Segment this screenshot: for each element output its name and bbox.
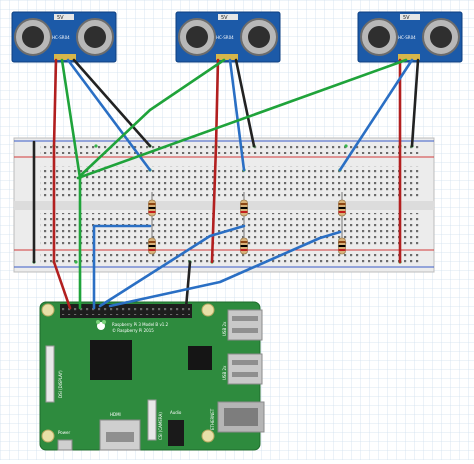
soc-chip bbox=[90, 340, 132, 380]
usb-port-1 bbox=[227, 309, 263, 341]
green-wire-trig-2 bbox=[78, 58, 226, 178]
blue-wire-echo-3 bbox=[108, 230, 342, 308]
hdmi-label: HDMI bbox=[110, 412, 121, 417]
sensor-3-crystal bbox=[400, 14, 420, 20]
breadboard-center-channel bbox=[14, 201, 434, 210]
sensor-2: 5V HC-SR04 bbox=[175, 11, 281, 63]
gpio-pins bbox=[62, 307, 190, 315]
usb-label-2: USB 2x bbox=[222, 365, 227, 380]
blue-wire-sensor-3 bbox=[338, 58, 414, 172]
mount-hole-4 bbox=[201, 429, 215, 443]
blue-wire-sensor-2 bbox=[228, 58, 246, 172]
breadboard bbox=[13, 137, 435, 273]
power-port bbox=[57, 439, 73, 451]
sensor-3-label: HC-SR04 bbox=[398, 35, 416, 40]
usb-label-1: USB 2x bbox=[222, 321, 227, 336]
raspberry-pi-board: Raspberry Pi 3 Model B v1.2 © Raspberry … bbox=[39, 301, 265, 451]
resistor-6 bbox=[338, 237, 346, 255]
dsi-connector bbox=[45, 345, 55, 403]
sensor-1-voltage: 5V bbox=[57, 15, 64, 21]
lan-chip bbox=[188, 346, 212, 370]
dsi-label: DSI (DISPLAY) bbox=[58, 370, 63, 398]
sensor-3: 5V HC-SR04 bbox=[357, 11, 463, 63]
red-wire-sensor-1 bbox=[52, 58, 58, 264]
mount-hole-3 bbox=[201, 303, 215, 317]
green-wire-trig-3 bbox=[76, 58, 408, 180]
sensor-2-pins bbox=[216, 54, 238, 60]
raspberry-logo-icon bbox=[96, 320, 106, 330]
sensor-3-voltage: 5V bbox=[403, 15, 410, 21]
sensor-2-label: HC-SR04 bbox=[216, 35, 234, 40]
black-wire-sensor-1 bbox=[72, 58, 152, 148]
sensor-1: 5V HC-SR04 bbox=[11, 11, 117, 63]
red-wire-pi-5v bbox=[52, 260, 72, 310]
black-wire-sensor-3 bbox=[410, 58, 420, 148]
csi-connector bbox=[147, 399, 157, 441]
usb-port-2 bbox=[227, 353, 263, 385]
resistor-3 bbox=[240, 192, 248, 252]
sensor-1-label: HC-SR04 bbox=[52, 35, 70, 40]
board-model-text: Raspberry Pi 3 Model B v1.2 bbox=[112, 322, 169, 327]
csi-label: CSI (CAMERA) bbox=[158, 412, 163, 440]
sensor-1-crystal bbox=[54, 14, 74, 20]
power-label: Power bbox=[58, 430, 70, 435]
sensor-2-voltage: 5V bbox=[221, 15, 228, 21]
board-copyright-text: © Raspberry Pi 2015 bbox=[112, 328, 154, 333]
ethernet-label: ETHERNET bbox=[210, 408, 215, 430]
black-wire-sensor-2 bbox=[234, 58, 256, 148]
audio-label: Audio bbox=[170, 410, 182, 415]
terminal-strip-top bbox=[40, 166, 420, 198]
audio-jack bbox=[168, 420, 184, 446]
blue-wire-echo-2 bbox=[98, 224, 246, 308]
resistor-4 bbox=[240, 237, 248, 255]
sensor-3-pins bbox=[398, 54, 420, 60]
power-rail-top-holes bbox=[40, 144, 420, 154]
power-rail-bottom-holes bbox=[40, 253, 420, 263]
red-wire-sensor-2 bbox=[210, 58, 220, 264]
black-wire-pi-gnd bbox=[184, 260, 192, 310]
mount-hole-1 bbox=[41, 303, 55, 317]
blue-wire-sensor-1 bbox=[66, 58, 152, 172]
mount-hole-2 bbox=[41, 429, 55, 443]
sensor-1-pins bbox=[54, 54, 76, 60]
resistor-2 bbox=[148, 237, 156, 255]
sensor-2-crystal bbox=[218, 14, 238, 20]
blue-wire-echo-1 bbox=[92, 224, 152, 310]
